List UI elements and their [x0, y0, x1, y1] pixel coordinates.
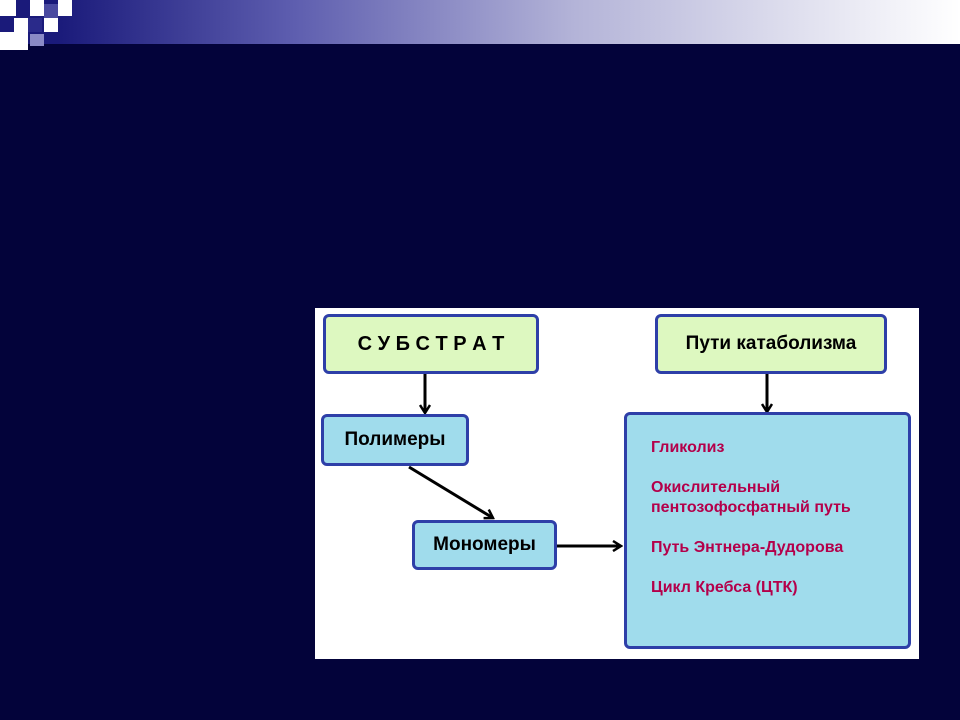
decor-square	[14, 18, 28, 32]
decor-square	[16, 4, 30, 18]
pathway-pentose-phosphate: Окислительный пентозофосфатный путь	[651, 479, 851, 516]
decor-square	[58, 0, 72, 16]
decor-square	[0, 32, 14, 50]
decor-square	[0, 18, 14, 32]
decor-square	[0, 0, 16, 16]
monomers-box: Мономеры	[412, 520, 557, 570]
diagram-panel: С У Б С Т Р А Т Полимеры Мономеры Пути к…	[315, 308, 919, 659]
substrate-label: С У Б С Т Р А Т	[357, 332, 505, 355]
pathways-box	[624, 412, 911, 649]
polymers-box: Полимеры	[321, 414, 469, 466]
header-gradient-bar	[0, 0, 960, 44]
pathway-glycolysis: Гликолиз	[651, 439, 725, 456]
decor-square	[44, 4, 58, 18]
decor-square	[14, 32, 28, 50]
monomers-label: Мономеры	[433, 534, 536, 555]
pathways-list: Гликолиз Окислительный пентозофосфатный …	[651, 438, 895, 598]
catabolism-paths-label: Пути катаболизма	[685, 333, 857, 354]
polymers-label: Полимеры	[344, 429, 446, 450]
arrow-polymers-to-monomers	[408, 465, 493, 518]
pathway-krebs-cycle: Цикл Кребса (ЦТК)	[651, 579, 798, 596]
substrate-box: С У Б С Т Р А Т	[323, 314, 539, 374]
catabolism-paths-box: Пути катаболизма	[655, 314, 887, 374]
decor-square	[30, 34, 44, 46]
pathway-entner-doudoroff: Путь Энтнера-Дудорова	[651, 539, 844, 556]
decor-square	[28, 18, 42, 32]
decor-square	[30, 0, 44, 16]
decor-square	[44, 18, 58, 32]
